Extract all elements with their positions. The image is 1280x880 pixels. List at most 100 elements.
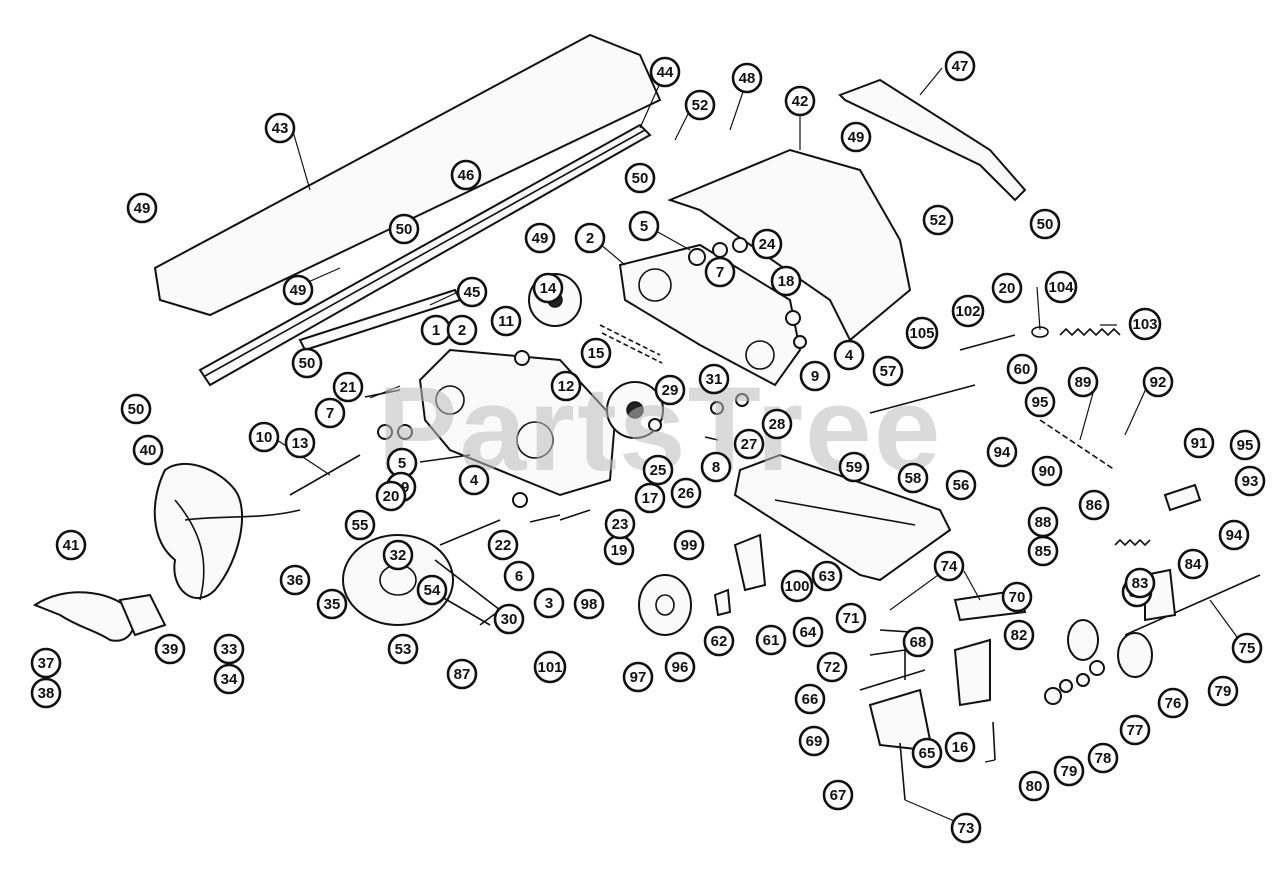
- callout-label: 98: [581, 596, 598, 613]
- callout-63: 63: [811, 560, 843, 592]
- callout-label: 95: [1237, 437, 1254, 454]
- callout-label: 20: [999, 280, 1016, 297]
- callout-circle: [944, 50, 976, 82]
- callout-circle: [387, 633, 419, 665]
- callout-label: 35: [324, 596, 341, 613]
- callout-label: 85: [1035, 543, 1052, 560]
- callout-label: 100: [784, 578, 809, 595]
- callout-circle: [487, 529, 519, 561]
- callout-label: 50: [299, 355, 316, 372]
- callout-label: 60: [1014, 361, 1031, 378]
- callout-49: 49: [524, 222, 556, 254]
- callout-76: 76: [1157, 687, 1189, 719]
- callout-circle: [1218, 519, 1250, 551]
- callout-39: 39: [154, 633, 186, 665]
- callout-15: 15: [580, 337, 612, 369]
- callout-28: 28: [761, 408, 793, 440]
- callout-label: 7: [326, 405, 334, 422]
- callout-label: 95: [1032, 394, 1049, 411]
- callout-circle: [922, 204, 954, 236]
- callout-label: 9: [811, 368, 819, 385]
- callout-circle: [30, 647, 62, 679]
- callout-50: 50: [1029, 208, 1061, 240]
- callout-circle: [1027, 506, 1059, 538]
- callout-circle: [799, 360, 831, 392]
- callout-circle: [120, 393, 152, 425]
- callout-circle: [1001, 581, 1033, 613]
- callout-circle: [628, 210, 660, 242]
- callout-label: 22: [495, 537, 512, 554]
- callout-95: 95: [1024, 386, 1056, 418]
- callout-62: 62: [703, 625, 735, 657]
- callout-61: 61: [755, 624, 787, 656]
- callout-label: 79: [1061, 763, 1078, 780]
- callout-85: 85: [1027, 535, 1059, 567]
- callout-89: 89: [1067, 366, 1099, 398]
- callout-label: 27: [741, 436, 758, 453]
- callout-label: 30: [501, 611, 518, 628]
- callout-70: 70: [1001, 581, 1033, 613]
- callout-circle: [1157, 687, 1189, 719]
- callout-circle: [733, 428, 765, 460]
- callout-12: 12: [550, 370, 582, 402]
- callout-102: 102: [951, 294, 985, 328]
- callout-circle: [731, 62, 763, 94]
- callout-circle: [933, 550, 965, 582]
- callout-label: 4: [845, 347, 854, 364]
- callout-circle: [816, 651, 848, 683]
- callout-circle: [248, 421, 280, 453]
- callout-circle: [704, 256, 736, 288]
- callout-14: 14: [532, 272, 564, 304]
- callout-circle: [811, 560, 843, 592]
- callout-20: 20: [991, 272, 1023, 304]
- callout-92: 92: [1142, 366, 1174, 398]
- callout-5: 5: [628, 210, 660, 242]
- callout-circle: [1024, 386, 1056, 418]
- callout-label: 62: [711, 633, 728, 650]
- callout-83: 83: [1124, 567, 1156, 599]
- callout-circle: [700, 451, 732, 483]
- callout-31: 31: [698, 363, 730, 395]
- callout-label: 6: [515, 568, 523, 585]
- callout-circle: [55, 529, 87, 561]
- callout-label: 40: [140, 442, 157, 459]
- callout-54: 54: [416, 574, 448, 606]
- callout-circle: [634, 482, 666, 514]
- callout-circle: [573, 588, 605, 620]
- callout-label: 41: [63, 537, 80, 554]
- callout-37: 37: [30, 647, 62, 679]
- callout-label: 45: [464, 284, 481, 301]
- callout-72: 72: [816, 651, 848, 683]
- callout-circle: [532, 272, 564, 304]
- callout-circle: [284, 427, 316, 459]
- callout-circle: [1029, 208, 1061, 240]
- callout-circle: [1053, 755, 1085, 787]
- callout-40: 40: [132, 434, 164, 466]
- callout-20: 20: [375, 480, 407, 512]
- callout-label: 103: [1132, 316, 1157, 333]
- callout-circle: [622, 661, 654, 693]
- callout-label: 86: [1086, 497, 1103, 514]
- callout-circle: [213, 663, 245, 695]
- callout-circle: [835, 602, 867, 634]
- callout-52: 52: [684, 89, 716, 121]
- callout-label: 102: [955, 303, 980, 320]
- callout-label: 84: [1185, 556, 1202, 573]
- callout-label: 49: [134, 200, 151, 217]
- callout-78: 78: [1087, 742, 1119, 774]
- callout-41: 41: [55, 529, 87, 561]
- callout-98: 98: [573, 588, 605, 620]
- callout-circle: [446, 658, 478, 690]
- callout-label: 47: [952, 58, 969, 75]
- callout-label: 70: [1009, 589, 1026, 606]
- callout-circle: [792, 616, 824, 648]
- callout-80: 80: [1018, 770, 1050, 802]
- callout-label: 78: [1095, 750, 1112, 767]
- callout-29: 29: [654, 374, 686, 406]
- callout-label: 28: [769, 416, 786, 433]
- callout-75: 75: [1231, 632, 1263, 664]
- callout-circle: [1231, 632, 1263, 664]
- callout-label: 88: [1035, 514, 1052, 531]
- callout-circle: [784, 85, 816, 117]
